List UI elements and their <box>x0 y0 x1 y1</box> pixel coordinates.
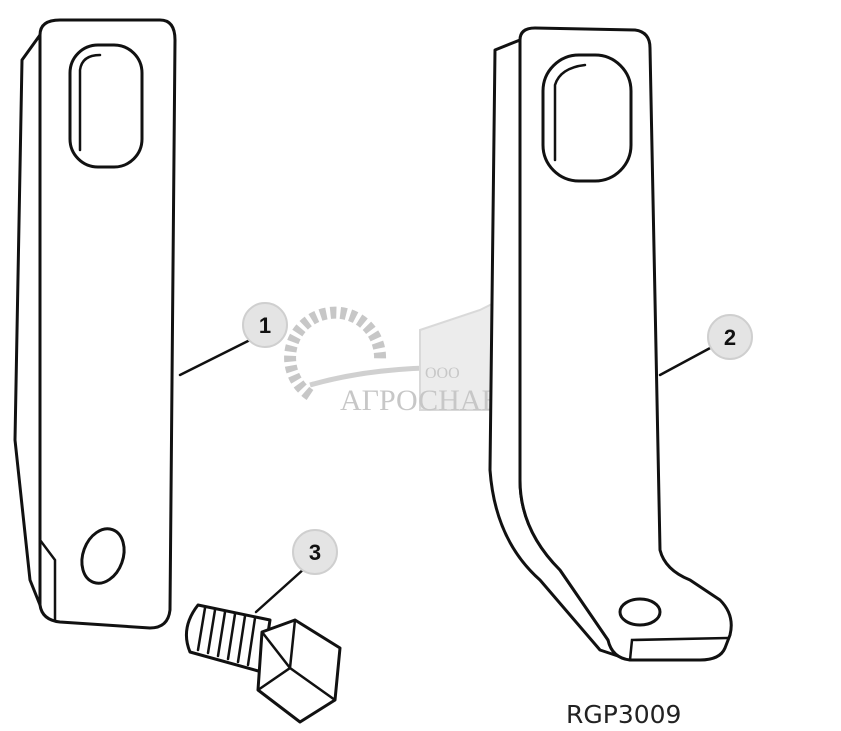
svg-text:2: 2 <box>724 325 736 350</box>
callout-2: 2 <box>707 314 753 360</box>
leader-line-2 <box>658 345 714 377</box>
leader-line-3 <box>254 566 307 614</box>
watermark-name: АГРОСНАБ <box>340 384 499 417</box>
callout-1: 1 <box>242 302 288 348</box>
leader-line-1 <box>178 338 252 377</box>
svg-text:1: 1 <box>259 313 271 338</box>
watermark-prefix: ООО <box>425 365 460 382</box>
part-2-l-bracket <box>488 26 733 662</box>
svg-text:3: 3 <box>309 540 321 565</box>
callout-3: 3 <box>292 529 338 575</box>
part-1-straight-link <box>13 18 177 630</box>
part-3-hex-bolt <box>184 603 342 724</box>
figure-code: RGP3009 <box>566 700 682 729</box>
